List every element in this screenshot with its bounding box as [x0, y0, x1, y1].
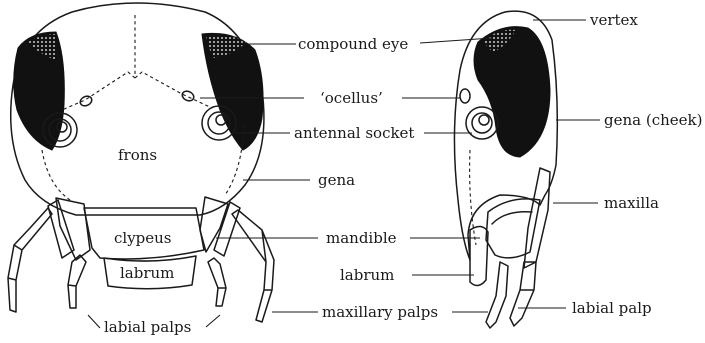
side-view-head: [454, 11, 557, 328]
maxillary-palp-left: [8, 208, 52, 312]
label-frons: frons: [118, 146, 157, 164]
label-gena-cheek: gena (cheek): [604, 111, 702, 129]
label-labrum-side: labrum: [340, 266, 394, 284]
epicranial-suture: [62, 15, 212, 110]
label-ocellus: ‘ocellus’: [320, 89, 383, 107]
labial-palp-left: [68, 255, 86, 308]
label-labial-palp: labial palp: [572, 299, 652, 317]
label-labrum-front: labrum: [120, 264, 174, 282]
label-maxillary-palps: maxillary palps: [322, 303, 438, 321]
label-labial-palps: labial palps: [104, 318, 191, 336]
antennal-socket-side: [466, 107, 498, 139]
compound-eye-side: [474, 27, 550, 157]
ocellus-side: [460, 89, 470, 103]
labial-palp-right: [208, 258, 226, 306]
label-clypeus: clypeus: [114, 229, 172, 247]
maxillary-palp-right: [232, 210, 274, 322]
label-maxilla: maxilla: [604, 194, 659, 212]
label-compound-eye: compound eye: [298, 35, 408, 53]
labial-palp-side: [510, 262, 536, 326]
ocellus-right: [181, 89, 196, 102]
ocellus-left: [79, 94, 94, 107]
maxilla-right: [214, 202, 240, 256]
label-mandible: mandible: [326, 229, 397, 247]
maxillary-palp-side: [486, 262, 508, 328]
label-antennal-socket: antennal socket: [294, 124, 414, 142]
labrum-side: [470, 226, 488, 285]
label-vertex: vertex: [590, 11, 638, 29]
label-gena: gena: [318, 171, 355, 189]
